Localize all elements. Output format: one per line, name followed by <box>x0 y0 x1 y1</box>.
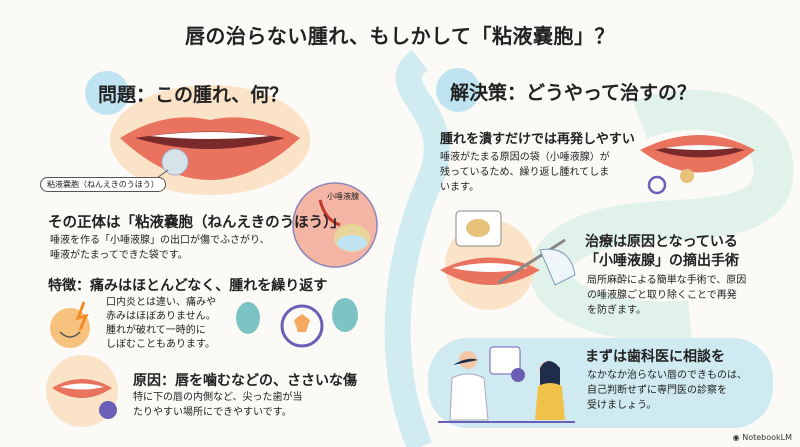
cause-body: 特に下の唇の内側など、尖った歯が当 たりやすい場所にできやすいです。 <box>133 392 303 418</box>
identity-title: その正体は「粘液嚢胞（ねんえきのうほう）」 <box>48 215 345 231</box>
recurrence-arrow-icon <box>647 175 667 195</box>
cyst-label: 粘液嚢胞（ねんえきのうほう） <box>40 177 166 192</box>
notebooklm-icon: ◉ <box>732 433 743 442</box>
heading-bubble-left <box>85 71 129 115</box>
gland-magnified-illustration <box>292 182 378 268</box>
balloon-cycle-icon <box>236 298 358 348</box>
lip-biting-illustration <box>46 355 118 427</box>
calendar-icon <box>489 346 521 375</box>
notebooklm-brand: ◉ NotebookLM <box>733 433 792 442</box>
treatment-title: 治療は原因となっている 「小唾液腺」の摘出手術 <box>585 234 739 269</box>
check-icon <box>511 368 525 382</box>
surgery-illustration <box>440 210 576 310</box>
treatment-body: 局所麻酔による簡単な手術で、原因 の唾液腺ごと取り除くことで再発 を防ぎます。 <box>587 275 747 316</box>
feature-body: 口内炎とは違い、痛みや 赤みはほぼありません。 腫れが破れて一時的に しぼむこと… <box>106 297 216 350</box>
tooth-icon <box>99 401 117 419</box>
consult-title: まずは歯科医に相談を <box>585 349 725 365</box>
feature-title: 特徴：痛みはほとんどなく、腫れを繰り返す <box>48 278 328 294</box>
identity-body: 唾液を作る「小唾液腺」の出口が傷でふさがり、 唾液がたまってできた袋です。 <box>50 235 270 261</box>
gland-label: 小唾液腺 <box>327 192 359 201</box>
consult-body: なかなか治らない唇のできものは、 自己判断せずに専門医の診察を 受けましょう。 <box>587 370 747 411</box>
problem-heading: 問題：この腫れ、何？ <box>98 84 289 106</box>
doctor-consultation-illustration <box>438 346 575 423</box>
recurrence-body: 唾液がたまる原因の袋（小唾液腺）が 残っているため、繰り返し腫れてしま います。 <box>440 152 610 193</box>
lips-recurrence-illustration <box>640 135 755 195</box>
brand-text: NotebookLM <box>742 433 792 442</box>
heading-bubble-right <box>436 68 480 112</box>
solution-heading: 解決策：どうやって治すの？ <box>450 82 697 104</box>
lips-cyst-illustration <box>110 85 310 195</box>
smiling-face-icon <box>50 301 90 348</box>
cause-title: 原因：唇を噛むなどの、ささいな傷 <box>133 373 357 389</box>
recurrence-title: 腫れを潰すだけでは再発しやすい <box>440 132 635 147</box>
page-title: 唇の治らない腫れ、もしかして「粘液嚢胞」？ <box>184 24 616 48</box>
